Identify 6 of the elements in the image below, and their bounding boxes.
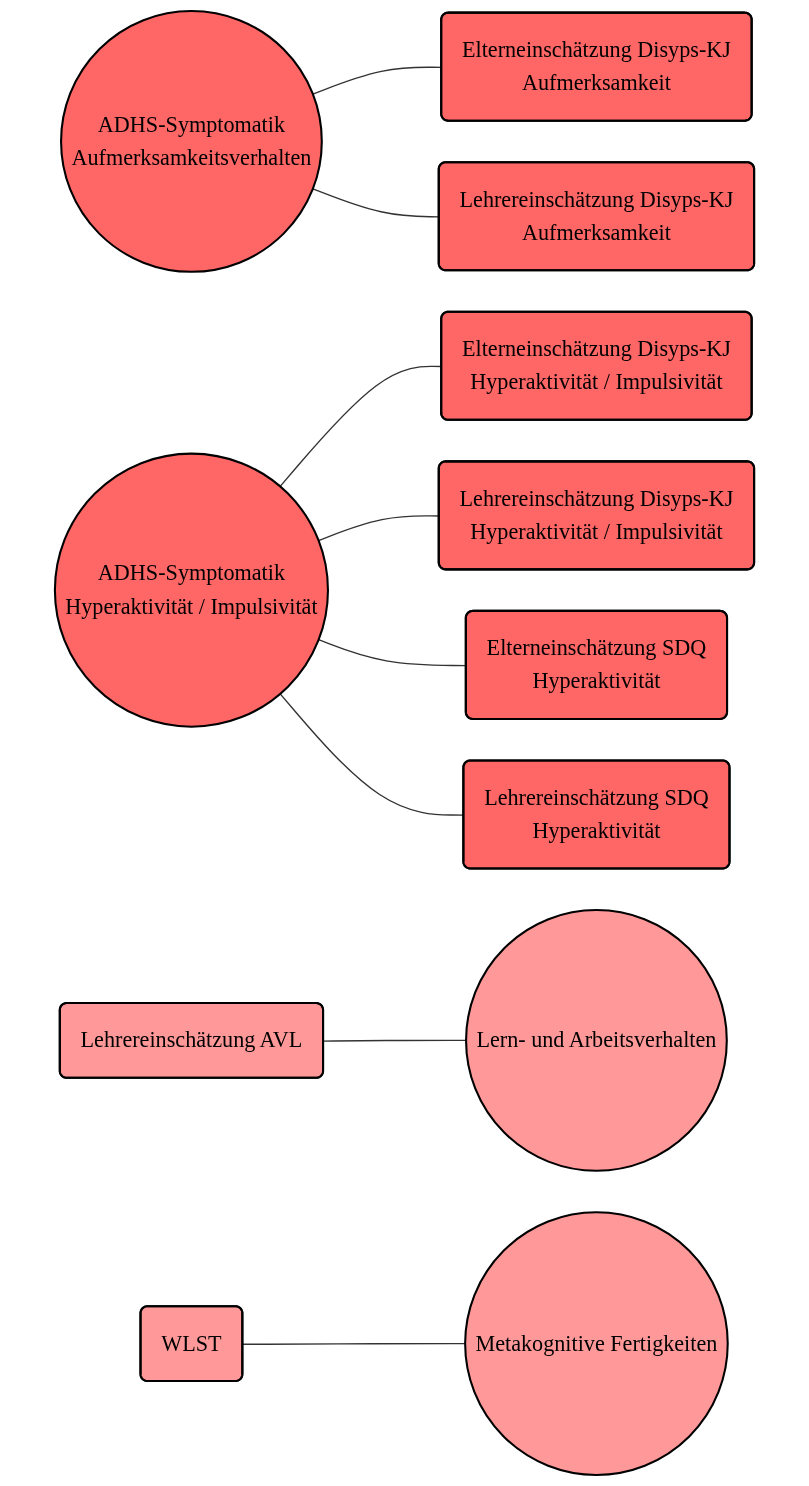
connector [323,1039,467,1042]
node-circle: ADHS-Symptomatik Hyperaktivität / Impulsivität [53,452,329,728]
node-circle: ADHS-Symptomatik Aufmerksamkeitsverhalten [60,10,323,273]
node-circle: Metakognitive Fertigkeiten [464,1211,729,1476]
node-circle: Lern- und Arbeitsverhalten [465,909,728,1172]
connector [242,1342,466,1345]
